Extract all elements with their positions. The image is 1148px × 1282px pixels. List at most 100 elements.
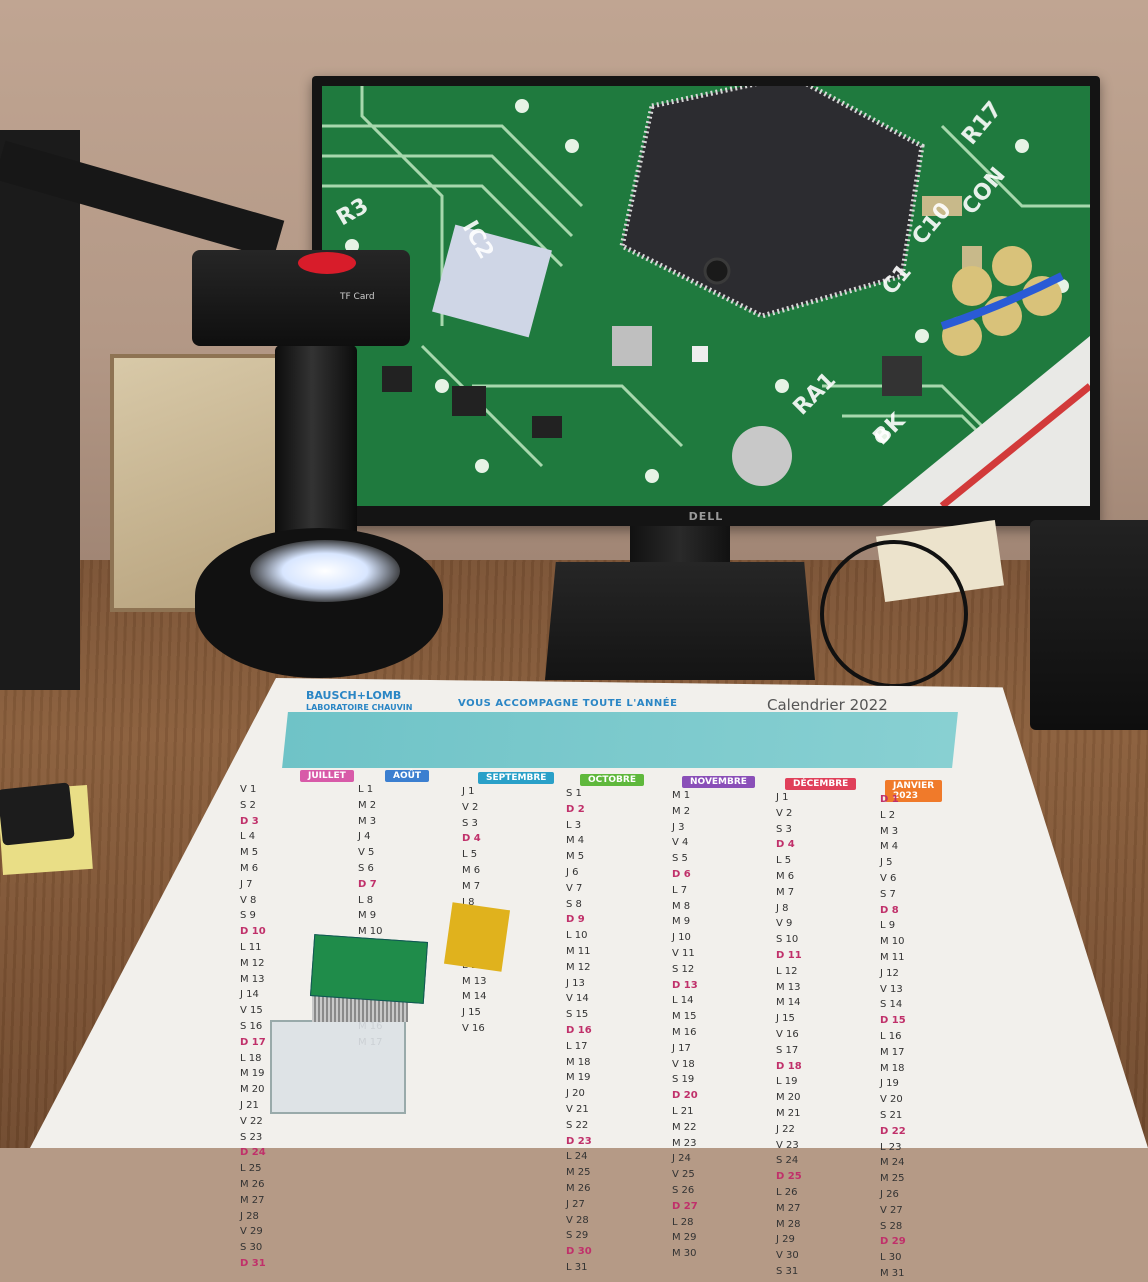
day-entry: M 5	[240, 847, 259, 859]
day-entry: J 26	[880, 1188, 899, 1200]
day-entry: S 17	[776, 1044, 799, 1056]
day-entry: D 30	[566, 1246, 592, 1258]
day-entry: S 19	[672, 1074, 695, 1086]
day-entry: V 13	[880, 983, 903, 995]
day-entry: M 30	[672, 1248, 697, 1260]
green-pcb-board	[309, 934, 429, 1004]
day-entry: J 17	[672, 1042, 691, 1054]
day-entry: M 19	[240, 1068, 265, 1080]
day-entry: D 8	[880, 904, 899, 916]
day-entry: S 28	[880, 1220, 903, 1232]
day-entry: S 31	[776, 1265, 799, 1277]
day-entry: M 7	[462, 880, 481, 892]
day-entry: S 3	[776, 823, 792, 835]
month-decembre: DÉCEMBRE	[785, 778, 857, 790]
day-entry: S 29	[566, 1230, 589, 1242]
month-juillet: JUILLET	[300, 770, 354, 782]
day-entry: L 3	[566, 819, 582, 831]
day-entry: L 11	[240, 941, 262, 953]
day-entry: D 25	[776, 1171, 802, 1183]
monitor-brand: DELL	[688, 510, 724, 523]
day-entry: L 1	[358, 784, 374, 795]
day-entry: M 31	[880, 1267, 905, 1279]
cable-loop	[820, 540, 968, 688]
day-entry: S 14	[880, 999, 903, 1011]
day-entry: J 29	[776, 1234, 795, 1246]
day-entry: M 6	[462, 864, 481, 876]
monitor-screen: IC2 R3 C10 CON R17 RA1 BK C1	[322, 86, 1090, 506]
day-entry: M 17	[880, 1046, 905, 1058]
day-entry: M 5	[566, 851, 585, 863]
day-entry: S 6	[358, 862, 374, 874]
brand-line-2: LABORATOIRE CHAUVIN	[306, 703, 413, 712]
day-entry: M 28	[776, 1218, 801, 1230]
day-entry: M 18	[880, 1062, 905, 1074]
day-entry: M 16	[672, 1026, 697, 1038]
day-entry: V 30	[776, 1250, 799, 1262]
day-entry: S 7	[880, 888, 896, 900]
month-novembre: NOVEMBRE	[682, 776, 755, 788]
day-entry: S 3	[462, 817, 478, 829]
day-entry: M 13	[240, 973, 265, 985]
day-entry: D 2	[566, 803, 585, 815]
day-entry: V 29	[240, 1226, 263, 1238]
day-entry: S 15	[566, 1009, 589, 1021]
month-janvier: JANVIER 2023	[885, 780, 943, 802]
day-entry: L 4	[240, 831, 256, 843]
camera-red-knob[interactable]	[298, 252, 356, 274]
remote-control	[0, 782, 75, 846]
day-entry: L 10	[566, 930, 588, 942]
day-entry: D 4	[776, 839, 795, 851]
yellow-pcb-board	[443, 902, 511, 972]
day-entry: M 12	[566, 961, 591, 973]
day-entry: V 22	[240, 1115, 263, 1127]
day-entry: J 5	[880, 857, 893, 869]
day-entry: S 8	[566, 898, 582, 910]
day-entry: D 29	[880, 1236, 906, 1248]
day-entry: L 9	[880, 920, 896, 932]
day-entry: M 15	[672, 1011, 697, 1023]
day-entry: S 30	[240, 1242, 263, 1254]
day-entry: L 23	[880, 1141, 902, 1153]
day-entry: M 14	[776, 997, 801, 1009]
day-entry: J 20	[566, 1088, 585, 1100]
day-entry: M 29	[672, 1232, 697, 1244]
day-entry: M 22	[672, 1121, 697, 1133]
day-entry: M 4	[566, 835, 585, 847]
ring-light-glow	[250, 540, 400, 602]
day-entry: M 27	[240, 1194, 265, 1206]
day-entry: D 9	[566, 914, 585, 926]
day-entry: S 23	[240, 1131, 263, 1143]
day-entry: J 7	[240, 878, 253, 890]
day-entry: V 14	[566, 993, 589, 1005]
day-entry: D 18	[776, 1060, 802, 1072]
day-entry: S 12	[672, 963, 695, 975]
monitor: IC2 R3 C10 CON R17 RA1 BK C1 DELL	[312, 76, 1100, 526]
day-entry: J 4	[358, 831, 371, 843]
day-entry: M 14	[462, 991, 487, 1003]
day-entry: L 16	[880, 1030, 902, 1042]
day-entry: M 23	[672, 1137, 697, 1149]
day-entry: J 6	[566, 866, 579, 878]
day-entry: D 7	[358, 878, 377, 890]
day-entry: J 22	[776, 1123, 795, 1135]
day-entry: D 16	[566, 1024, 592, 1036]
day-entry: L 19	[776, 1076, 798, 1088]
day-entry: D 27	[672, 1200, 698, 1212]
black-device	[1030, 520, 1148, 730]
day-entry: S 22	[566, 1119, 589, 1131]
day-entry: M 6	[240, 862, 259, 874]
day-entry: V 7	[566, 882, 583, 894]
day-entry: L 5	[776, 855, 792, 867]
month-aout: AOÛT	[385, 770, 430, 782]
day-entry: V 16	[776, 1028, 799, 1040]
lcd-glass-panel	[270, 1020, 406, 1114]
day-entry: J 27	[566, 1198, 585, 1210]
day-entry: M 10	[880, 936, 905, 948]
day-entry: M 12	[240, 957, 265, 969]
day-entry: M 13	[462, 975, 487, 987]
